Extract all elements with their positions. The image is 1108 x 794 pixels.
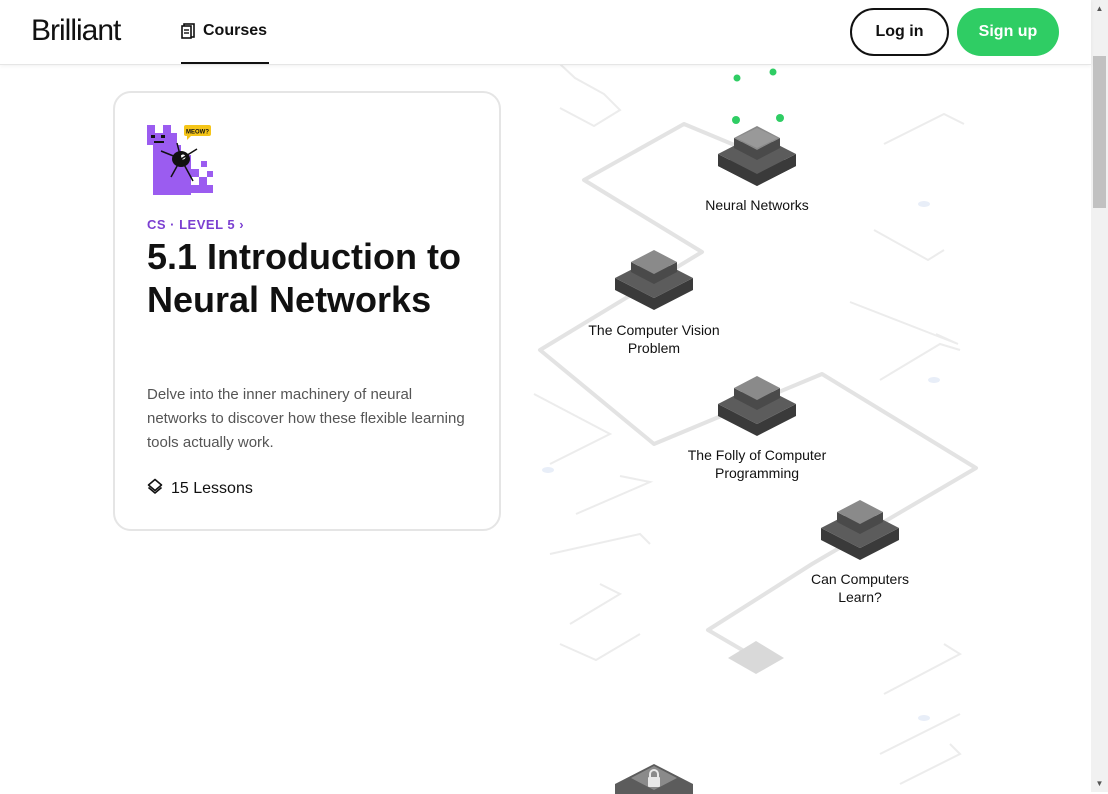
meow-caption: MEOW? xyxy=(186,130,209,136)
lessons-stack-icon xyxy=(147,478,163,499)
lesson-node-icon[interactable] xyxy=(716,374,798,440)
login-button[interactable]: Log in xyxy=(850,8,949,56)
course-level-link[interactable]: CS · LEVEL 5 › xyxy=(147,217,245,232)
cat-neuron-illustration: MEOW? xyxy=(147,125,217,195)
nav-courses-link[interactable]: Courses xyxy=(181,0,269,64)
course-description: Delve into the inner machinery of neural… xyxy=(147,386,465,451)
lessons-count-label: 15 Lessons xyxy=(171,479,253,497)
lessons-count: 15 Lessons xyxy=(147,478,253,499)
signup-button[interactable]: Sign up xyxy=(957,8,1059,56)
scroll-up-arrow-icon[interactable]: ▲ xyxy=(1095,4,1104,13)
path-background xyxy=(533,64,978,785)
course-card: MEOW? CS · LEVEL 5 › 5.1 Introduction to… xyxy=(113,91,501,531)
courses-book-icon xyxy=(181,23,195,39)
nav-courses-label: Courses xyxy=(203,22,268,39)
sparkle-dots xyxy=(732,68,784,124)
lesson-node-label[interactable]: Neural Networks xyxy=(705,197,809,213)
lesson-node-label[interactable]: Can Computers Learn? xyxy=(810,571,910,605)
scrollbar-thumb[interactable] xyxy=(1093,56,1106,208)
top-nav: Brilliant Courses Log in Sign up xyxy=(0,0,1091,65)
lesson-node-icon[interactable] xyxy=(819,498,901,564)
lock-icon xyxy=(648,769,660,787)
lesson-node-label[interactable]: The Computer Vision Problem xyxy=(588,322,720,356)
lesson-node-icon[interactable] xyxy=(613,248,695,314)
page-scrollbar[interactable]: ▲ ▼ xyxy=(1091,0,1108,792)
scroll-down-arrow-icon[interactable]: ▼ xyxy=(1095,779,1104,788)
lesson-node-icon[interactable] xyxy=(716,124,798,190)
course-title: 5.1 Introduction to Neural Networks xyxy=(147,236,461,320)
lesson-node-label[interactable]: The Folly of Computer Programming xyxy=(687,447,827,481)
brilliant-logo[interactable]: Brilliant xyxy=(31,14,121,47)
lesson-path-map: Neural Networks The Computer Vision Prob… xyxy=(520,64,1091,794)
